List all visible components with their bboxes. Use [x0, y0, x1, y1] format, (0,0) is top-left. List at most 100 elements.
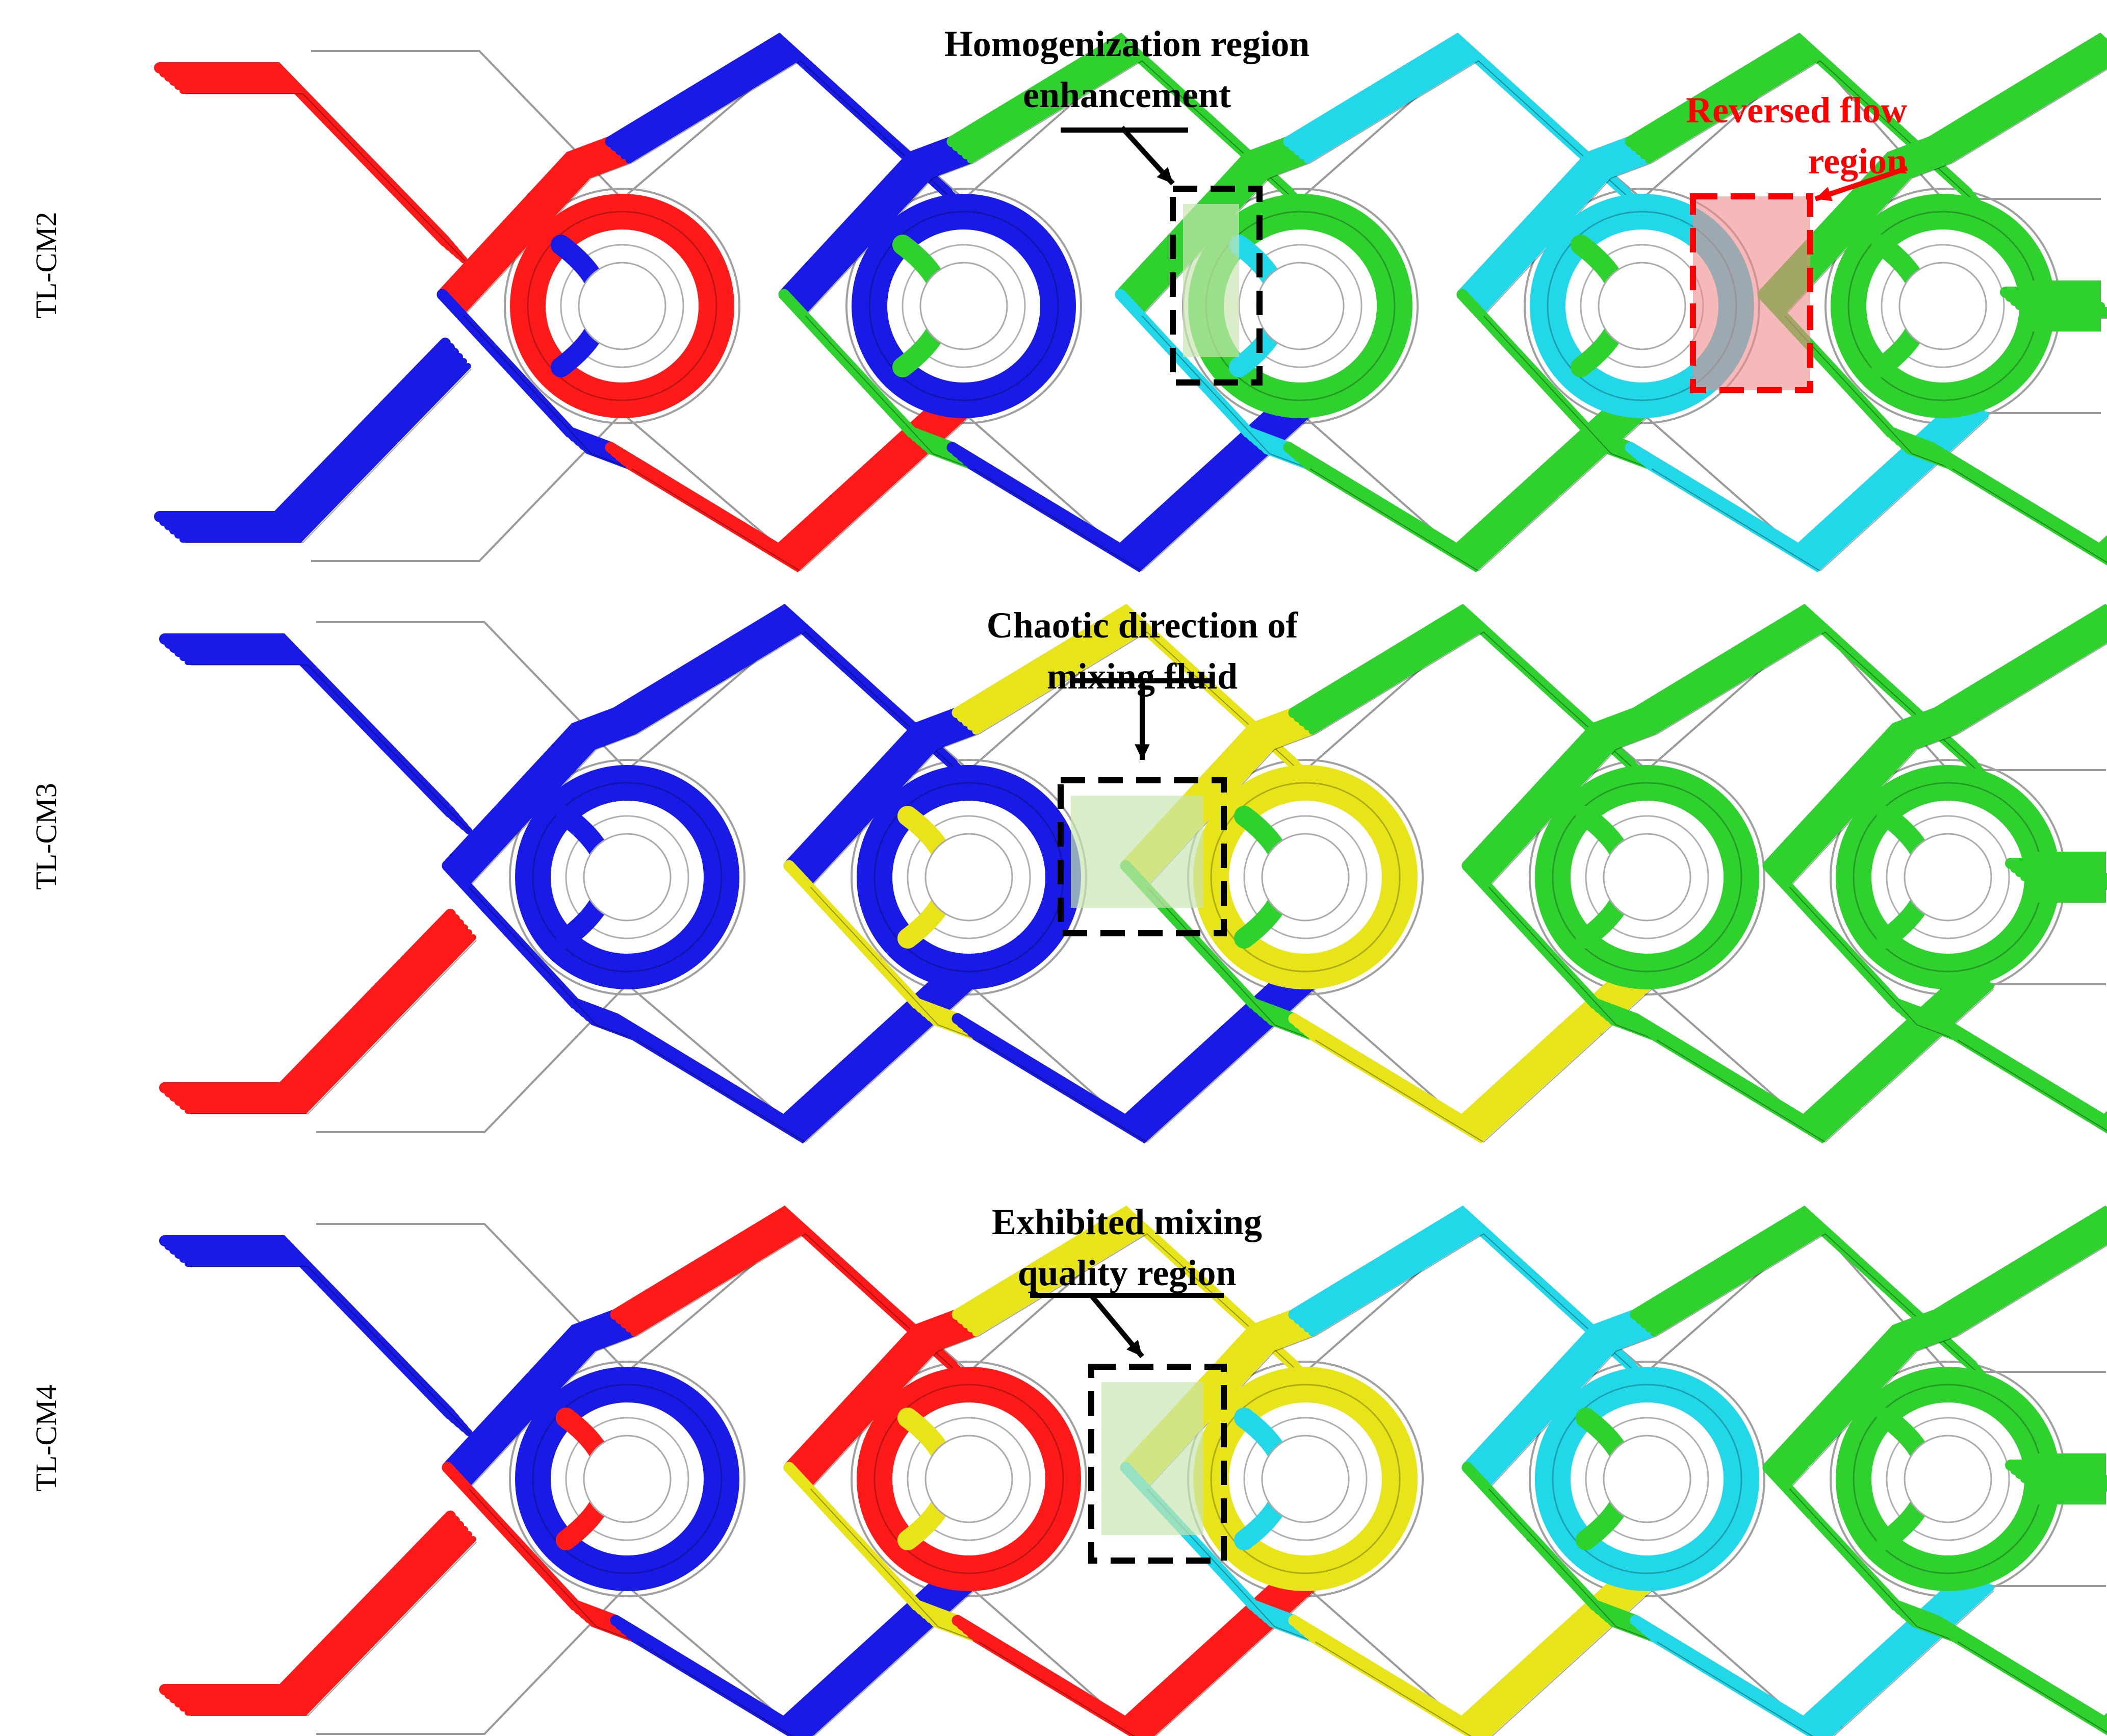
streamline	[1931, 603, 2107, 719]
streamline-edge	[186, 93, 472, 268]
streamline-edge	[810, 1488, 979, 1643]
streamline	[1941, 52, 2107, 160]
streamline-edge	[463, 315, 632, 470]
panel-tl-cm2	[154, 32, 2107, 573]
streamline	[1931, 1205, 2107, 1320]
streamline	[1477, 1324, 1654, 1486]
streamline-edge	[468, 733, 637, 888]
streamline	[630, 982, 974, 1144]
streamline	[1482, 880, 1658, 1041]
obstacle	[919, 262, 1008, 350]
streamline	[793, 717, 971, 880]
streamline	[1941, 619, 2107, 727]
streamline	[179, 929, 472, 1110]
streamline-edge	[1315, 988, 1653, 1143]
streamline	[1461, 707, 1641, 872]
callout-arrow	[1814, 166, 1908, 201]
streamline-edge	[468, 886, 637, 1041]
obstacle	[1256, 262, 1345, 350]
streamline	[1951, 1033, 2107, 1134]
obstacle	[1261, 1435, 1350, 1523]
mixing-ring-edge	[868, 211, 1059, 401]
streamline	[793, 151, 970, 313]
streamline	[442, 1309, 622, 1473]
mixing-ring	[515, 765, 739, 989]
obstacle	[578, 262, 666, 350]
streamline	[1783, 880, 1959, 1041]
streamline	[1467, 146, 1645, 309]
streamline	[1925, 32, 2107, 147]
mixing-ring-edge	[873, 1384, 1064, 1574]
streamline	[174, 1526, 468, 1707]
streamline	[1308, 1584, 1653, 1736]
streamline	[1762, 707, 1942, 872]
streamline	[159, 343, 455, 526]
obstacle	[1598, 262, 1686, 350]
callout-arrowhead	[1135, 744, 1150, 760]
streamline	[1115, 136, 1295, 300]
streamline	[462, 880, 638, 1041]
streamline-edge	[1488, 886, 1657, 1041]
streamline	[1482, 727, 1658, 888]
callout-arrowhead	[1126, 1340, 1142, 1357]
reversed-flow-box	[1690, 193, 1813, 393]
streamline	[457, 156, 633, 317]
streamline	[462, 727, 638, 888]
streamline	[1135, 309, 1311, 470]
panel-label: TL-CM3	[30, 783, 63, 889]
streamline	[799, 156, 974, 317]
region-highlight	[1101, 1382, 1203, 1535]
streamline	[1767, 146, 1945, 309]
streamline	[1645, 411, 1989, 573]
streamline	[174, 358, 467, 539]
streamline-edge	[1952, 68, 2107, 164]
streamline	[1936, 1212, 2107, 1324]
outlet-channel	[2024, 1453, 2106, 1504]
streamline-edge	[1656, 1590, 1994, 1736]
streamline-edge	[978, 631, 1316, 786]
streamline	[462, 1482, 638, 1643]
streamline	[630, 1584, 974, 1736]
obstacle	[1904, 833, 1992, 922]
streamline	[1778, 309, 1954, 470]
streamline	[174, 924, 468, 1106]
streamline	[1303, 411, 1648, 573]
panel-label: TL-CM2	[30, 212, 63, 318]
streamline-edge	[1957, 1641, 2107, 1733]
streamline-edge	[1789, 1488, 1958, 1643]
panel-tl-cm4	[159, 1205, 2107, 1736]
streamline-edge	[810, 733, 979, 888]
obstacle	[924, 833, 1013, 922]
streamline	[179, 363, 471, 543]
streamline-edge	[468, 1488, 637, 1643]
streamline	[1778, 722, 1955, 884]
streamline	[1477, 156, 1653, 317]
streamline-edge	[191, 940, 477, 1114]
region-box	[1088, 1364, 1227, 1564]
streamline	[1477, 722, 1654, 884]
streamline	[1931, 38, 2107, 151]
streamline-edge	[805, 162, 974, 317]
streamline	[1946, 626, 2107, 731]
streamline	[793, 1319, 971, 1482]
streamline-edge	[186, 369, 472, 543]
annotation-text: region	[1808, 141, 1907, 182]
callout-arrowhead	[1815, 187, 1833, 201]
streamline	[1783, 1482, 1959, 1643]
streamline	[1767, 712, 1946, 876]
streamline	[452, 1319, 630, 1482]
streamline	[1308, 982, 1653, 1144]
streamline	[179, 88, 471, 267]
annotation-text: Reversed flow	[1686, 90, 1907, 131]
streamline	[457, 722, 634, 884]
streamline-edge	[973, 417, 1311, 572]
streamline-edge	[191, 1542, 477, 1716]
annotation-text: quality region	[1018, 1253, 1237, 1293]
streamline	[164, 1516, 460, 1699]
mixing-ring	[1193, 1367, 1418, 1591]
streamline	[1130, 151, 1307, 313]
streamline	[788, 712, 967, 876]
mixing-ring	[857, 1367, 1081, 1591]
streamline	[457, 1324, 634, 1486]
streamline-edge	[463, 162, 632, 317]
